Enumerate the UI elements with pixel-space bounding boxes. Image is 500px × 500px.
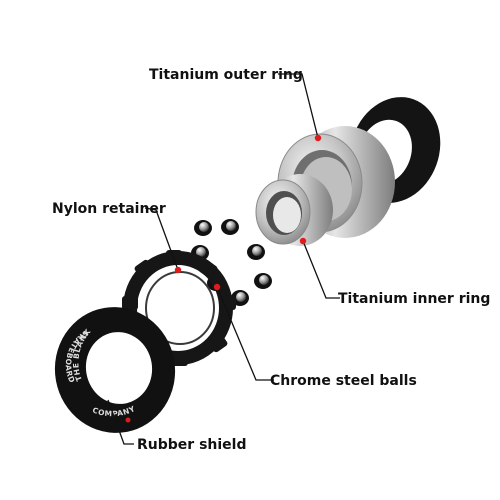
callout-outer-ring: Titanium outer ring — [149, 67, 322, 142]
label-chrome-steel-balls: Chrome steel balls — [270, 373, 417, 389]
steel-ball — [254, 273, 272, 289]
label-titanium-inner-ring: Titanium inner ring — [338, 291, 490, 307]
callout-dot-inner-ring — [299, 237, 307, 245]
label-nylon-retainer: Nylon retainer — [52, 201, 166, 217]
callout-inner-ring: Titanium inner ring — [299, 237, 490, 307]
rubber-shield-front: THE BLANK SKATEBOARD COMPANY — [54, 307, 176, 433]
label-titanium-outer-ring: Titanium outer ring — [149, 67, 303, 83]
leader-line-shield — [107, 399, 134, 445]
label-rubber-shield: Rubber shield — [137, 437, 246, 453]
callout-balls: Chrome steel balls — [213, 283, 417, 389]
steel-ball — [194, 220, 212, 236]
leader-line-outer-ring — [278, 73, 319, 139]
leader-line-inner-ring — [302, 240, 340, 299]
nylon-retainer — [122, 250, 236, 366]
leader-line-retainer — [144, 207, 179, 271]
titanium-inner-ring — [255, 174, 333, 246]
leader-line-balls — [216, 286, 274, 381]
callout-shield: Rubber shield — [107, 399, 246, 453]
callout-retainer: Nylon retainer — [52, 201, 182, 274]
callout-dot-retainer — [174, 266, 182, 274]
shield-logo-dot — [125, 417, 131, 423]
steel-ball — [247, 244, 265, 260]
callout-dot-balls — [213, 283, 221, 291]
callout-dot-outer-ring — [314, 134, 322, 142]
steel-ball — [221, 219, 239, 235]
